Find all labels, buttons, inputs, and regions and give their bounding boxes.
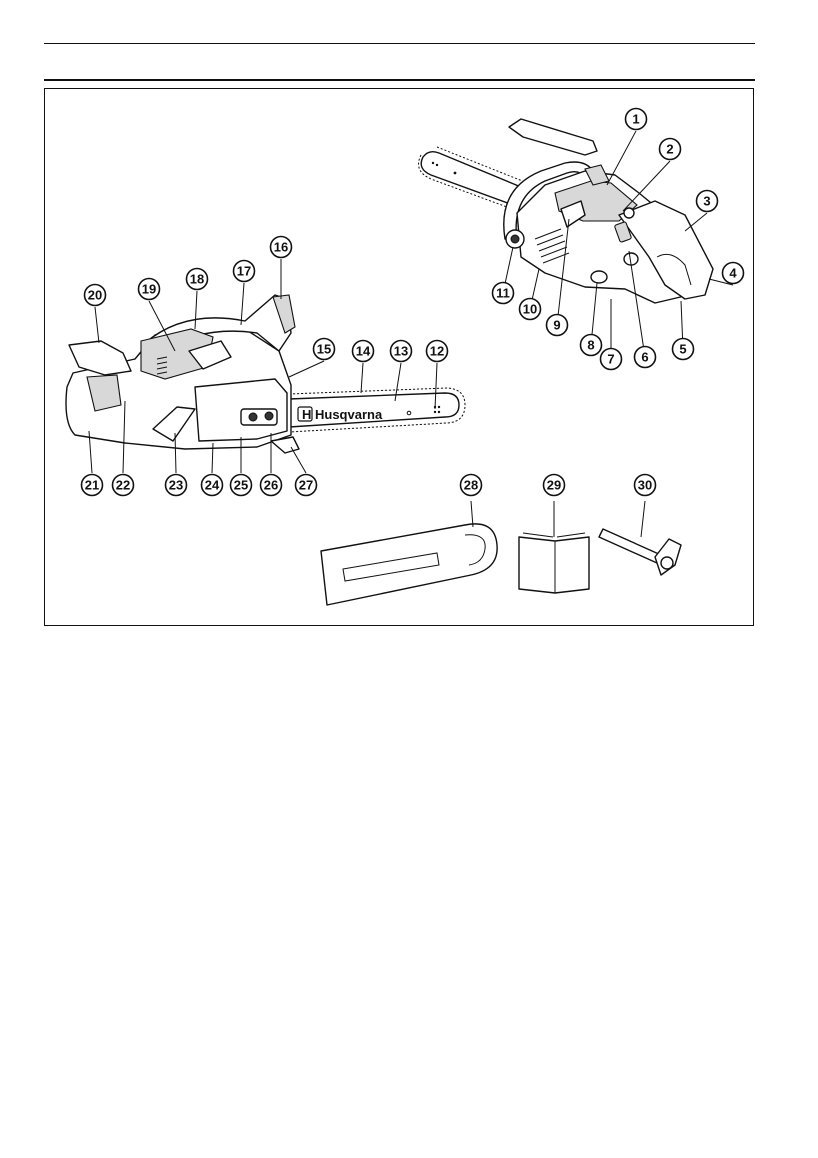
callout-number: 29 xyxy=(547,478,561,493)
top-handle-bar xyxy=(509,119,597,155)
callout-29: 29 xyxy=(544,475,565,496)
header-rule xyxy=(44,43,755,44)
callout-3: 3 xyxy=(697,191,718,212)
callout-number: 30 xyxy=(638,478,652,493)
callout-28: 28 xyxy=(461,475,482,496)
callout-22: 22 xyxy=(113,475,134,496)
callout-number: 19 xyxy=(142,282,156,297)
callout-number: 25 xyxy=(234,478,248,493)
callout-23: 23 xyxy=(166,475,187,496)
callout-number: 26 xyxy=(264,478,278,493)
callout-number: 7 xyxy=(607,352,614,367)
callout-number: 21 xyxy=(85,478,99,493)
callout-number: 13 xyxy=(394,344,408,359)
section-rule xyxy=(44,79,755,81)
callout-number: 1 xyxy=(632,112,639,127)
chainsaw-side-view: H Husqvarna xyxy=(66,295,465,453)
bar-guard xyxy=(321,524,497,605)
callout-8: 8 xyxy=(581,335,602,356)
callout-number: 8 xyxy=(587,338,594,353)
callout-12: 12 xyxy=(427,341,448,362)
callout-18: 18 xyxy=(187,269,208,290)
callout-17: 17 xyxy=(234,261,255,282)
callout-1: 1 xyxy=(626,109,647,130)
callout-number: 23 xyxy=(169,478,183,493)
callout-13: 13 xyxy=(391,341,412,362)
callout-7: 7 xyxy=(601,349,622,370)
combination-spanner-icon xyxy=(599,529,681,575)
bar-brand-text: Husqvarna xyxy=(315,407,383,422)
callout-number: 17 xyxy=(237,264,251,279)
callout-number: 9 xyxy=(553,318,560,333)
callout-number: 10 xyxy=(523,302,537,317)
callout-2: 2 xyxy=(660,139,681,160)
rear-handle-side xyxy=(69,341,131,375)
callout-number: 18 xyxy=(190,272,204,287)
callout-4: 4 xyxy=(723,263,744,284)
callout-number: 20 xyxy=(88,288,102,303)
callout-15: 15 xyxy=(314,339,335,360)
callout-11: 11 xyxy=(493,283,514,304)
callout-number: 14 xyxy=(356,344,371,359)
callout-number: 4 xyxy=(729,266,737,281)
callout-5: 5 xyxy=(673,339,694,360)
callout-6: 6 xyxy=(635,347,656,368)
callout-number: 15 xyxy=(317,342,331,357)
callout-21: 21 xyxy=(82,475,103,496)
callout-number: 12 xyxy=(430,344,444,359)
callout-24: 24 xyxy=(202,475,223,496)
callout-number: 5 xyxy=(679,342,686,357)
callout-number: 24 xyxy=(205,478,220,493)
callout-number: 22 xyxy=(116,478,130,493)
operators-manual-icon xyxy=(519,533,589,593)
callout-number: 16 xyxy=(274,240,288,255)
callout-26: 26 xyxy=(261,475,282,496)
callout-number: 3 xyxy=(703,194,710,209)
chainsaw-parts-diagram: H Husqvarna xyxy=(45,89,755,627)
callout-number: 27 xyxy=(299,478,313,493)
callout-number: 11 xyxy=(496,286,510,301)
callout-20: 20 xyxy=(85,285,106,306)
callout-number: 6 xyxy=(641,350,648,365)
callout-16: 16 xyxy=(271,237,292,258)
parts-figure: H Husqvarna xyxy=(44,88,754,626)
callout-number: 28 xyxy=(464,478,478,493)
callout-9: 9 xyxy=(547,315,568,336)
callout-10: 10 xyxy=(520,299,541,320)
callout-30: 30 xyxy=(635,475,656,496)
callout-number: 2 xyxy=(666,142,673,157)
callout-25: 25 xyxy=(231,475,252,496)
callout-27: 27 xyxy=(296,475,317,496)
callout-19: 19 xyxy=(139,279,160,300)
brand-logo-icon: H xyxy=(302,407,311,422)
callout-14: 14 xyxy=(353,341,374,362)
